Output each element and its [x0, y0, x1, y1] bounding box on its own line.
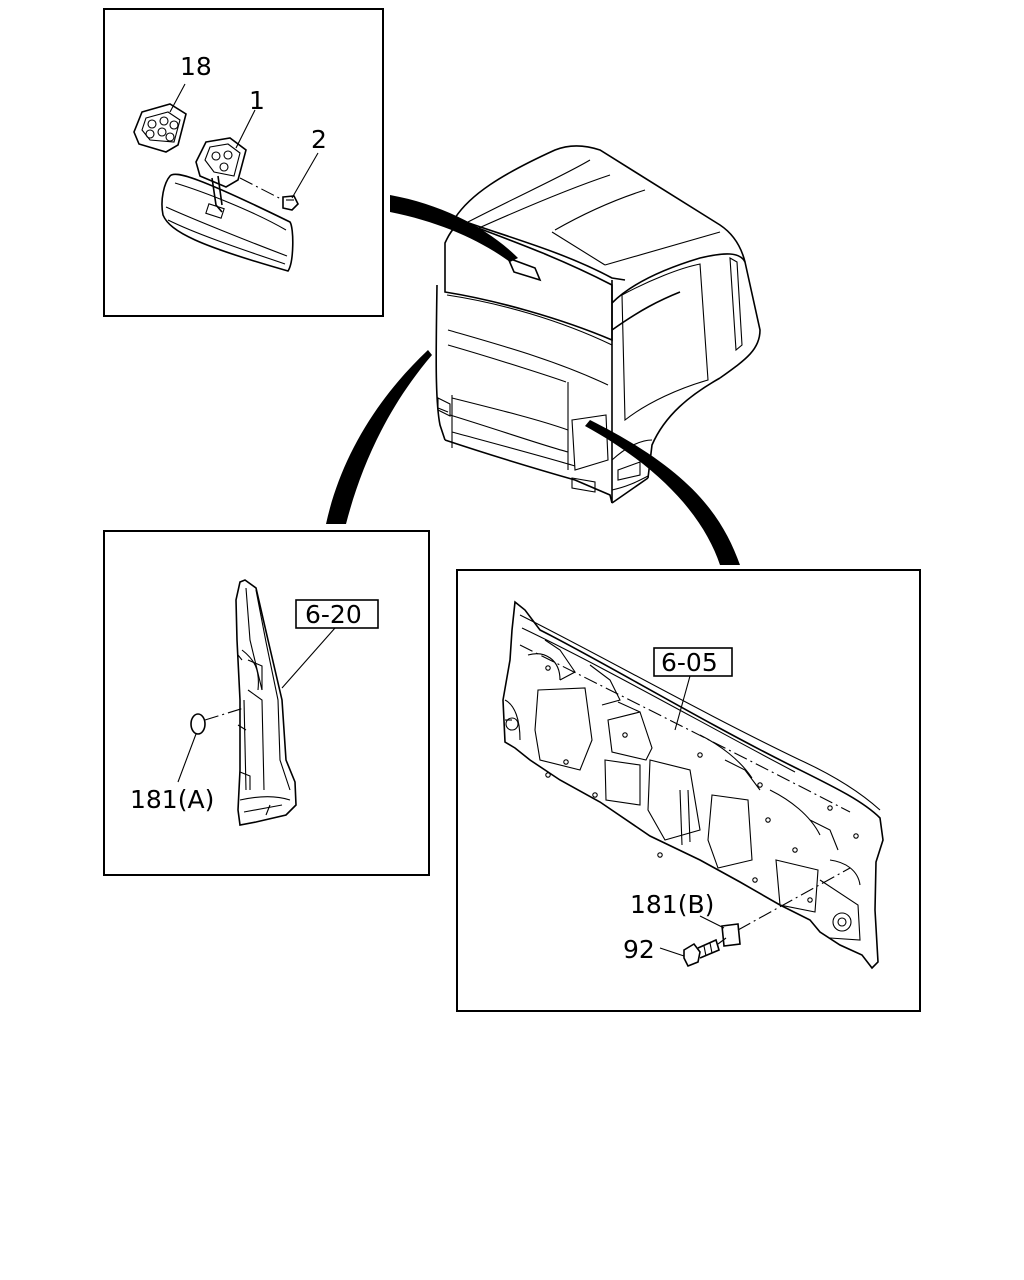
plug-a-part [190, 713, 206, 735]
pointer-arrow-dash-panel [585, 420, 740, 565]
mirror-body-part [161, 173, 294, 272]
mirror-bracket-part [195, 137, 247, 213]
pointer-arrow-pillar [326, 350, 432, 524]
callout-181a: 181(A) [130, 785, 214, 814]
mirror-inset-frame [103, 8, 384, 317]
dash-panel-part [502, 600, 884, 970]
pillar-inset: 6-20 181(A) [103, 530, 430, 876]
pointer-arrow-mirror [390, 195, 518, 262]
ref-6-20: 6-20 [305, 600, 362, 629]
plug-b-part [721, 923, 741, 947]
ref-6-05: 6-05 [661, 648, 718, 677]
dash-panel-inset-frame [456, 569, 921, 1012]
mirror-inset: 18 1 2 [103, 8, 384, 317]
callout-92: 92 [623, 935, 655, 964]
callout-181b: 181(B) [630, 890, 714, 919]
flange-bolt-part [683, 937, 727, 968]
mirror-pad-part [133, 103, 187, 153]
ref-box-6-05 [653, 647, 733, 677]
callout-18: 18 [180, 52, 212, 81]
ref-box-6-20 [295, 599, 379, 629]
callout-1: 1 [249, 86, 265, 115]
truck-cab [435, 145, 761, 504]
callout-2: 2 [311, 125, 327, 154]
dash-panel-inset: 6-05 181(B) 92 [456, 569, 921, 1012]
pillar-inset-frame [103, 530, 430, 876]
bolt-part [239, 177, 299, 211]
pillar-part [235, 579, 297, 826]
